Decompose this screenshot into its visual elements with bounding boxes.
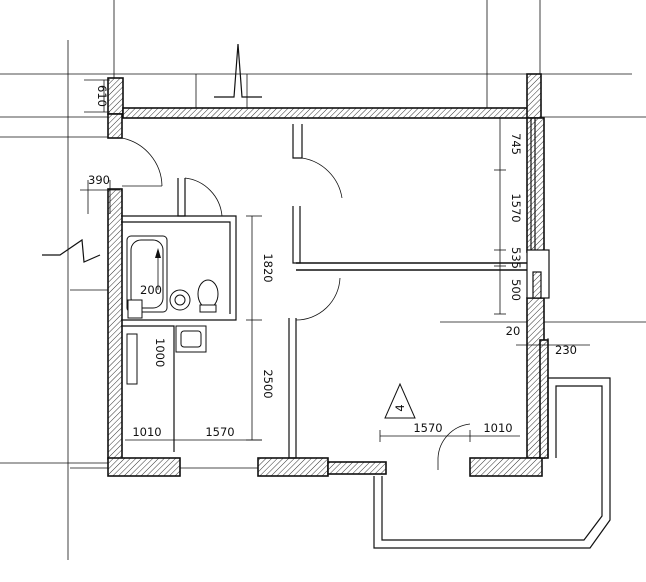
dim-390: 390 [88, 173, 110, 187]
dim-1820: 1820 [261, 253, 275, 282]
dim-745: 745 [509, 133, 523, 155]
dim-535: 535 [509, 247, 523, 269]
dim-1000: 1000 [153, 338, 167, 367]
dim-1570-right: 1570 [509, 193, 523, 222]
dimension-lines [80, 79, 590, 446]
balcony [373, 377, 611, 549]
room-marker: 4 [384, 382, 416, 419]
break-marks [42, 43, 262, 263]
dim-1570-bottom-right: 1570 [413, 421, 442, 435]
dim-1010-left: 1010 [132, 425, 161, 439]
bathroom-fixtures [126, 235, 219, 385]
dimension-labels: 610 390 745 1570 1820 535 500 20 230 250… [88, 85, 577, 439]
interior-partitions [121, 124, 527, 459]
dim-230: 230 [555, 343, 577, 357]
room-marker-label: 4 [393, 404, 407, 411]
dim-20: 20 [506, 324, 521, 338]
dim-1570-bottom-left: 1570 [205, 425, 234, 439]
dim-500: 500 [509, 279, 523, 301]
dim-610: 610 [95, 85, 109, 107]
exterior-walls [107, 73, 549, 477]
dim-1010-right: 1010 [483, 421, 512, 435]
dim-200: 200 [140, 283, 162, 297]
door-swings [121, 137, 471, 470]
right-window [526, 118, 550, 299]
dim-2500: 2500 [261, 369, 275, 398]
